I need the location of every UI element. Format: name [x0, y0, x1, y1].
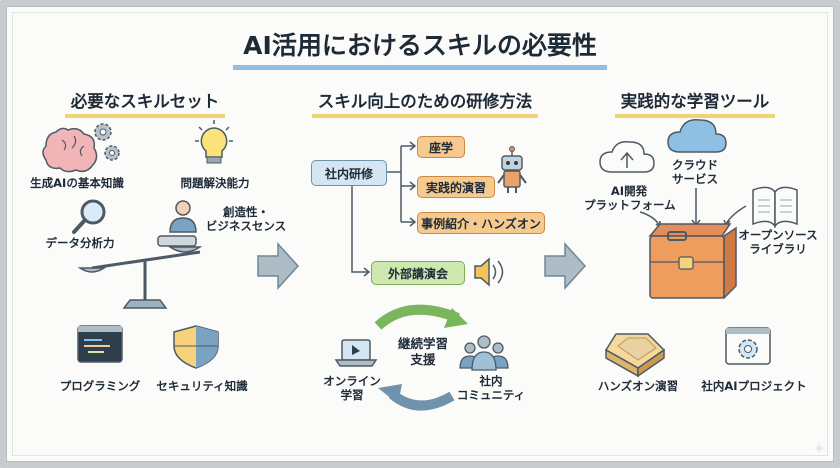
code-window-icon — [77, 325, 123, 363]
label-problem-solving: 問題解決能力 — [180, 176, 250, 190]
magnifier-icon — [72, 199, 106, 234]
label-community-line1: 社内 — [479, 374, 503, 388]
box-lecture: 座学 — [417, 136, 465, 158]
shield-icon — [173, 325, 219, 369]
toolbox-icon — [648, 223, 737, 300]
cloud-upload-icon — [599, 140, 655, 173]
label-cloud-line1: クラウド — [672, 158, 718, 172]
cloud-icon — [667, 119, 727, 153]
laptop-icon — [334, 339, 378, 367]
header-skills: 必要なスキルセット — [50, 88, 240, 118]
label-online-line1: オンライン — [323, 374, 381, 388]
label-internal-ai-project: 社内AIプロジェクト — [701, 379, 807, 393]
label-community-line2: コミュニティ — [456, 388, 526, 403]
label-data-analysis: データ分析力 — [45, 236, 115, 250]
book-icon — [752, 186, 798, 229]
sparkle-icon: ✦ — [812, 439, 826, 458]
label-oss-library: オープンソース ライブラリ — [732, 228, 824, 257]
label-platform-line2: プラットフォーム — [584, 198, 676, 213]
cycle-arrow-bottom — [388, 390, 455, 411]
box-practice: 実践的演習 — [417, 176, 495, 198]
label-security: セキュリティ知識 — [156, 379, 248, 393]
cycle-arrow-bottom-head — [378, 384, 402, 404]
person-icon — [169, 200, 197, 233]
label-community: 社内 コミュニティ — [455, 374, 527, 403]
speaker-icon — [474, 257, 504, 287]
balance-scale-icon — [77, 235, 203, 309]
page-title: AI活用におけるスキルの必要性 — [0, 26, 840, 70]
gear-window-icon — [725, 327, 771, 365]
label-platform-line1: AI開発 — [610, 184, 648, 198]
box-case-studies: 事例紹介・ハンズオン — [417, 212, 545, 234]
sandbox-icon — [604, 333, 666, 378]
label-creativity-line1: 創造性・ — [223, 205, 269, 219]
box-internal-training: 社内研修 — [311, 160, 387, 186]
whiteboard-frame — [12, 12, 828, 456]
label-ai-knowledge: 生成AIの基本知識 — [30, 176, 124, 190]
label-cloud-service: クラウド サービス — [660, 158, 730, 187]
label-programming: プログラミング — [59, 379, 141, 393]
label-creativity: 創造性・ ビジネスセンス — [196, 205, 296, 234]
training-connectors — [351, 141, 417, 277]
label-oss-line2: ライブラリ — [749, 242, 807, 257]
cycle-arrow-top-head — [444, 308, 468, 328]
label-handson: ハンズオン演習 — [597, 379, 679, 393]
label-ai-platform: AI開発 プラットフォーム — [584, 184, 676, 213]
robot-icon — [497, 146, 527, 193]
label-online-learning: オンライン 学習 — [320, 374, 384, 403]
label-continuous-learning: 継続学習 支援 — [388, 336, 458, 367]
cycle-arrow-top — [374, 304, 460, 330]
label-continuous-line2: 支援 — [410, 351, 436, 367]
header-tools: 実践的な学習ツール — [595, 88, 795, 118]
label-creativity-line2: ビジネスセンス — [205, 219, 287, 234]
lightbulb-icon — [195, 120, 233, 164]
section-arrow-1 — [257, 242, 300, 290]
box-external-lecture: 外部講演会 — [371, 261, 465, 285]
section-arrow-2 — [544, 242, 587, 290]
label-oss-line1: オープンソース — [738, 228, 818, 242]
people-group-icon — [459, 335, 509, 371]
header-training: スキル向上のための研修方法 — [295, 88, 555, 118]
brain-gears-icon — [42, 123, 120, 173]
label-continuous-line1: 継続学習 — [397, 336, 448, 351]
label-online-line2: 学習 — [340, 388, 364, 403]
label-cloud-line2: サービス — [672, 172, 718, 187]
